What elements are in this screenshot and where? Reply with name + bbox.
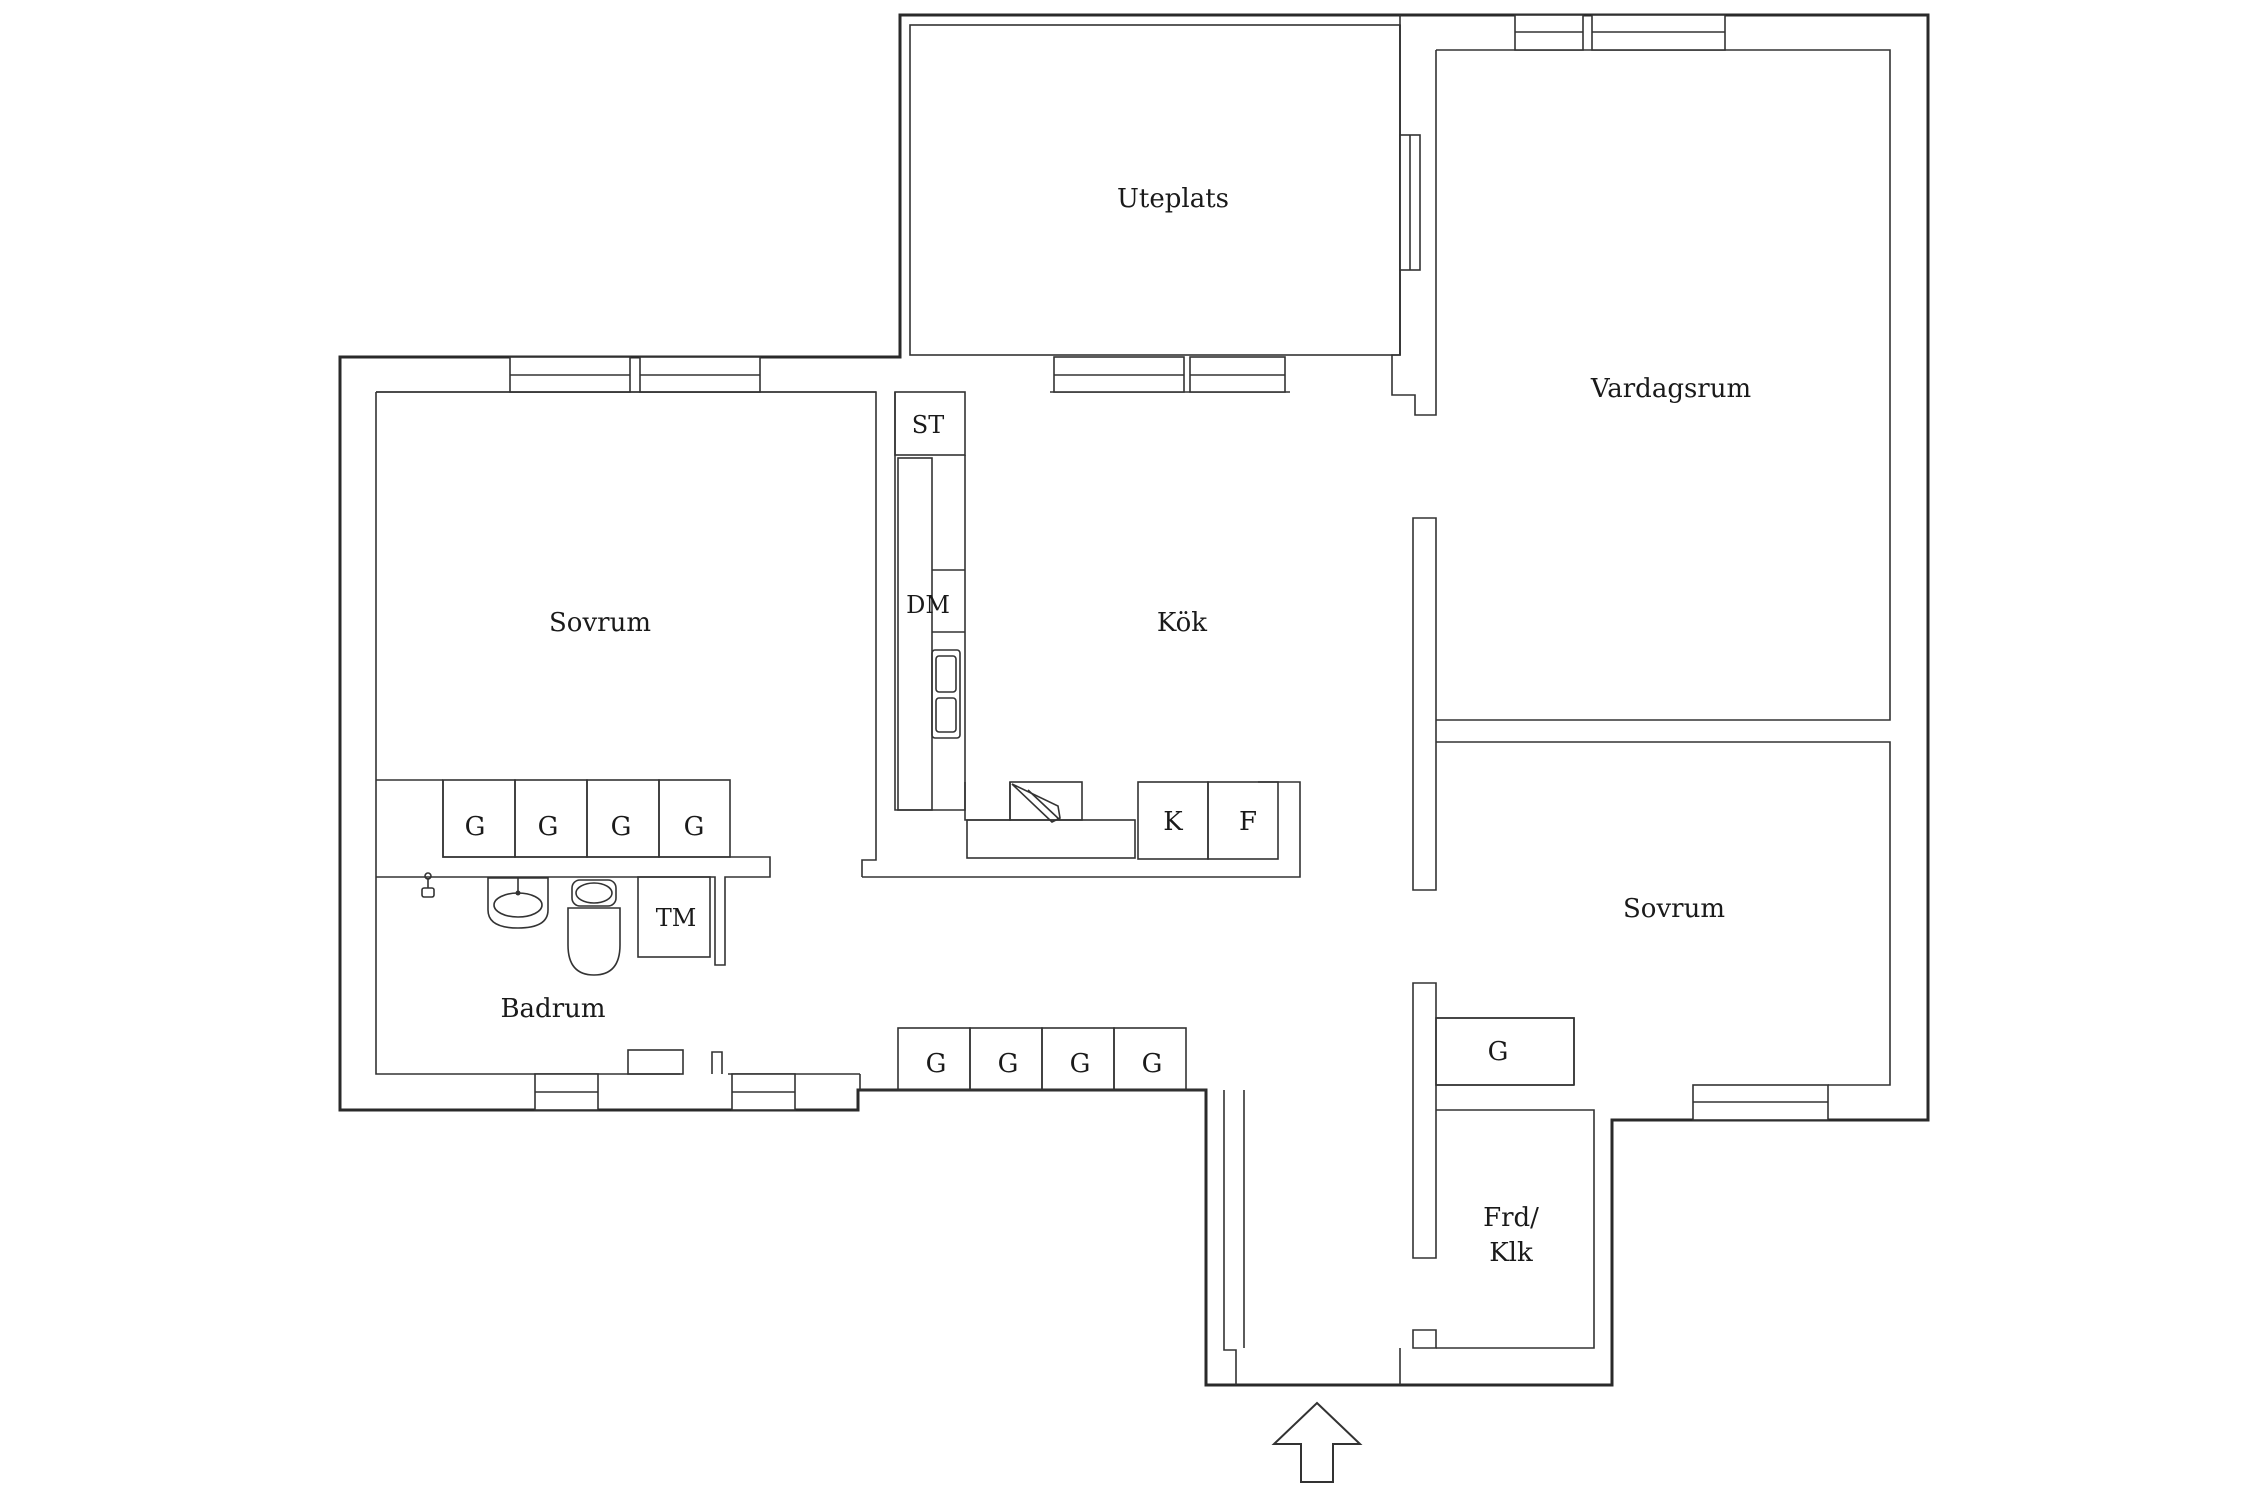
tap-icon	[421, 872, 435, 898]
wardrobes-hall: G G G G	[897, 1027, 1187, 1091]
sovrum-left-label: Sovrum	[549, 608, 651, 638]
bathroom: TM	[421, 872, 711, 1075]
dm-label: DM	[906, 591, 950, 619]
kok-label: Kök	[1157, 608, 1207, 638]
frd-label-line2: Klk	[1489, 1238, 1533, 1268]
frd-label-line1: Frd/	[1483, 1203, 1539, 1233]
room-labels: Uteplats Vardagsrum Sovrum Kök Sovrum Ba…	[500, 184, 1751, 1268]
wardrobe-label: G	[926, 1049, 947, 1079]
wardrobes-bedroom-left: G G G G	[442, 779, 731, 858]
interior-walls	[376, 391, 1575, 1385]
toilet-icon	[567, 879, 621, 976]
st-label: ST	[912, 411, 944, 439]
entrance-arrow-icon	[1271, 1401, 1363, 1483]
stove-icon	[1009, 781, 1083, 823]
wardrobe-label: G	[611, 812, 632, 842]
wardrobe-label: G	[998, 1049, 1019, 1079]
wardrobe-label: G	[1070, 1049, 1091, 1079]
wardrobe-bedroom-right: G	[1435, 1017, 1575, 1086]
wardrobe-label: G	[538, 812, 559, 842]
uteplats-label: Uteplats	[1117, 184, 1229, 214]
outer-walls	[338, 13, 1930, 1387]
kitchen-counter: ST DM K F	[894, 391, 1279, 860]
vardagsrum-label: Vardagsrum	[1590, 374, 1751, 404]
kitchen-sink-icon	[931, 649, 961, 739]
sovrum-right-label: Sovrum	[1623, 894, 1725, 924]
tm-label: TM	[656, 904, 697, 932]
sink-icon	[487, 877, 549, 929]
windows	[509, 14, 1829, 1121]
wardrobe-label: G	[1142, 1049, 1163, 1079]
wardrobe-label: G	[465, 812, 486, 842]
wardrobe-label: G	[1488, 1037, 1509, 1067]
k-label: K	[1163, 807, 1183, 837]
f-label: F	[1239, 807, 1257, 837]
uteplats-area	[909, 15, 1437, 416]
badrum-label: Badrum	[500, 994, 605, 1024]
wardrobe-label: G	[684, 812, 705, 842]
